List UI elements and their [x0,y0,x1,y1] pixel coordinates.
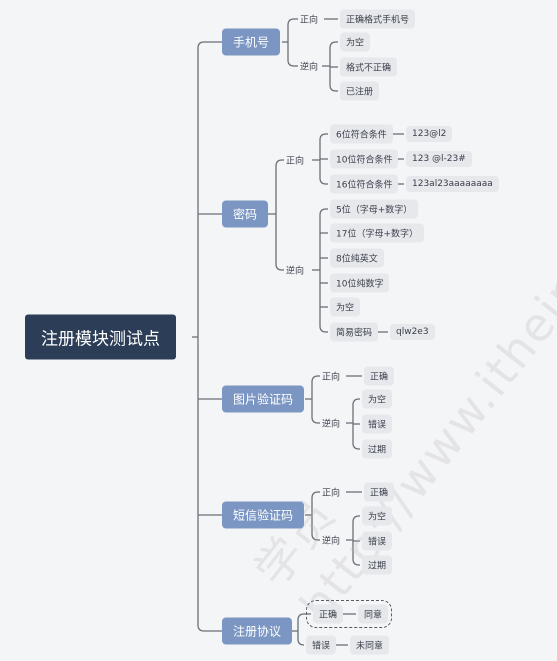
password-negative-item: 17位（字母+数字） [330,223,424,243]
password-negative-item: 5位（字母+数字） [330,199,419,219]
password-positive: 正向 [286,156,305,167]
sms-code-negative-item: 错误 [362,531,393,551]
password-negative: 逆向 [286,266,305,277]
connector-spine [275,159,283,271]
image-code-negative-item: 为空 [362,389,393,409]
agreement-negative: 错误 [306,635,337,655]
agreement-positive-leaf: 同意 [358,604,389,624]
sms-code-negative-item: 为空 [362,506,393,526]
phone-negative-item: 格式不正确 [340,57,398,77]
connector-spine [297,613,305,646]
image-code-negative-item: 错误 [362,414,393,434]
branch-agreement: 注册协议 [222,617,293,645]
image-code-negative-item: 过期 [362,439,393,459]
image-code-positive: 正向 [322,372,341,383]
phone-negative-item: 为空 [340,32,371,52]
branch-phone: 手机号 [222,28,281,56]
password-positive-example: 123al23aaaaaaaa [406,176,499,192]
branch-password: 密码 [222,200,269,228]
root-node: 注册模块测试点 [25,314,176,360]
connector-spine [311,375,319,424]
sms-code-negative: 逆向 [322,536,341,547]
connector-spine [197,41,205,632]
agreement-negative-leaf: 未同意 [350,635,390,655]
password-positive-item: 10位符合条件 [330,149,399,169]
agreement-positive: 正确 [313,604,344,624]
sms-code-positive-leaf: 正确 [364,482,395,502]
connector-spine [287,18,295,67]
sms-code-positive: 正向 [322,488,341,499]
phone-positive: 正向 [300,15,319,26]
password-positive-item: 6位符合条件 [330,124,393,144]
connector-spine [319,208,327,333]
password-negative-item: 为空 [330,297,361,317]
password-negative-item: 10位纯数字 [330,273,390,293]
phone-negative-item: 已注册 [340,81,380,101]
image-code-negative: 逆向 [322,419,341,430]
password-positive-example: 123 @l-23# [406,151,472,167]
password-negative-item: 8位纯英文 [330,248,384,268]
highlight-frame [306,600,392,628]
password-positive-example: 123@l2 [406,126,453,142]
password-positive-item: 16位符合条件 [330,174,399,194]
image-code-positive-leaf: 正确 [364,366,395,386]
connector-spine [311,491,319,541]
phone-negative: 逆向 [300,62,319,73]
password-negative-item: 简易密码 [330,322,379,342]
branch-image-code: 图片验证码 [222,385,305,413]
password-negative-example: qlw2e3 [390,324,435,340]
branch-sms-code: 短信验证码 [222,501,305,529]
phone-positive-leaf: 正确格式手机号 [340,9,416,29]
sms-code-negative-item: 过期 [362,555,393,575]
